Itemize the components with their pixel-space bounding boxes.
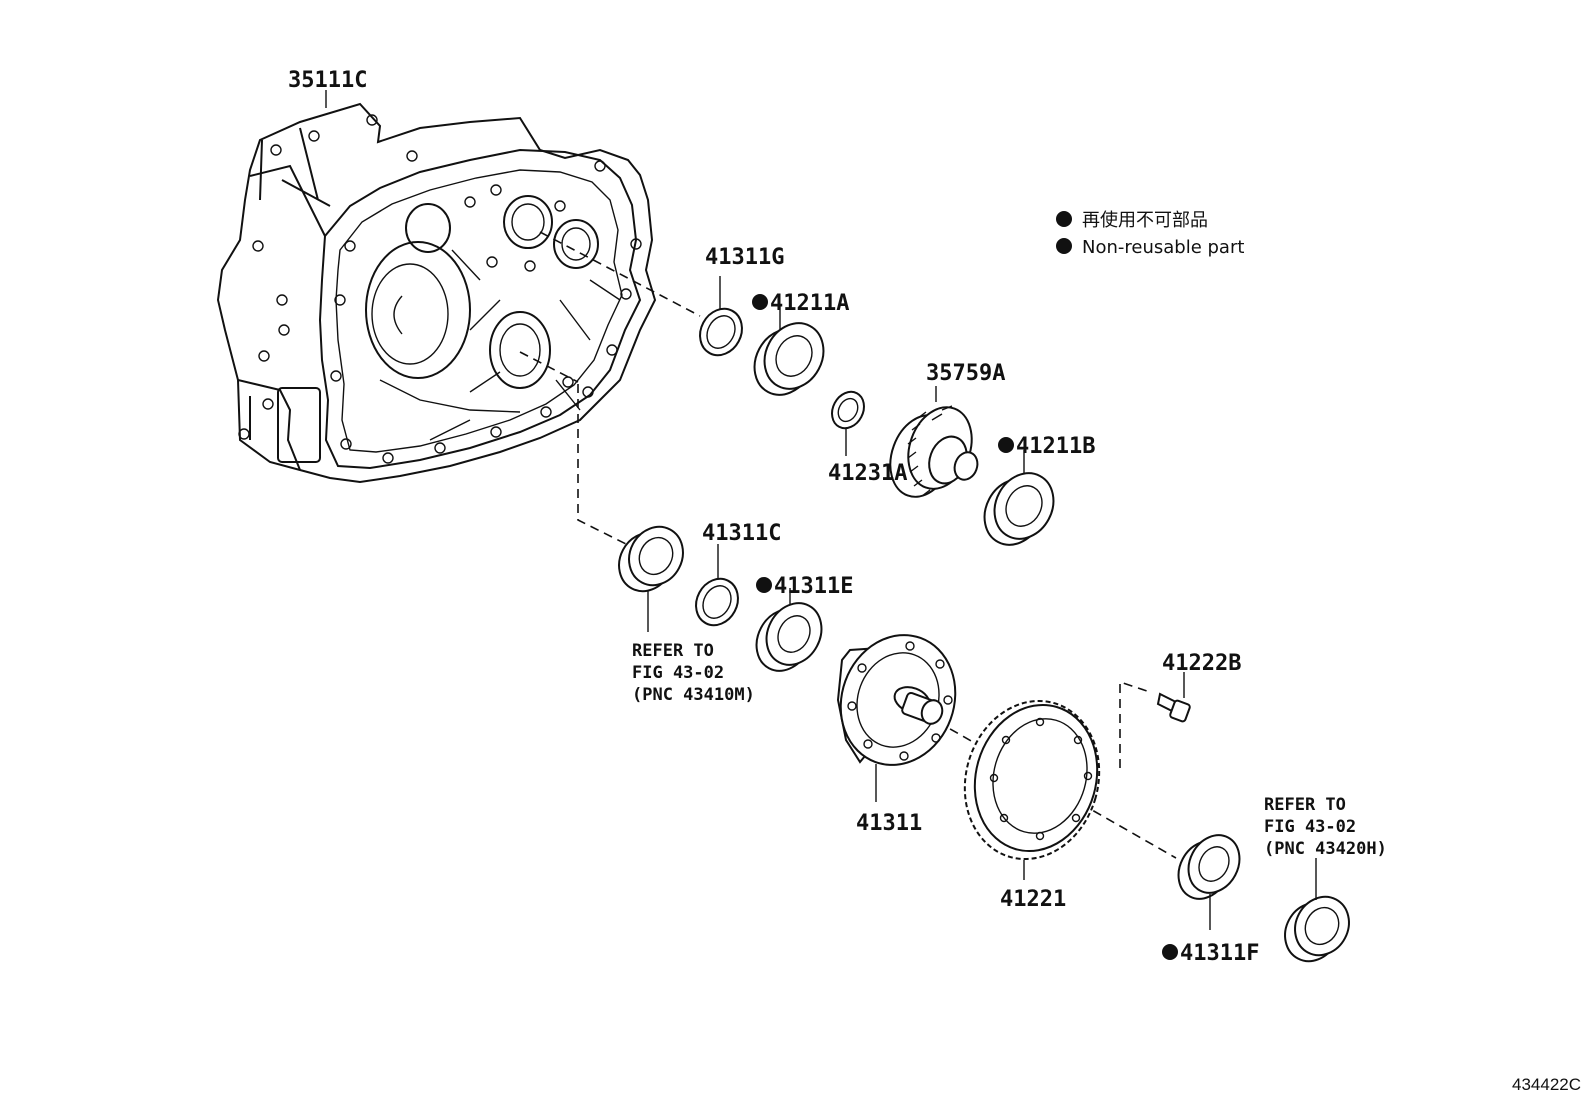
- bearing-41311e: [755, 588, 823, 672]
- label-41311e: 41311E: [774, 574, 853, 599]
- label-41211a: 41211A: [770, 291, 849, 316]
- figure-id: 434422C: [1512, 1075, 1581, 1094]
- seal-41231a: [831, 390, 865, 456]
- note-right-line-2: FIG 43-02: [1264, 817, 1356, 837]
- non-reusable-marker-41211a: [752, 294, 768, 310]
- ring-gear-41221: [963, 699, 1101, 880]
- shim-41311c: [695, 544, 739, 627]
- label-41311g: 41311G: [705, 245, 784, 270]
- gear-35759a: [889, 386, 979, 498]
- label-35111c: 35111C: [288, 68, 367, 93]
- note-left-line-3: (PNC 43410M): [632, 685, 755, 705]
- oil-seal-left: [618, 525, 684, 632]
- non-reusable-marker-41311f: [1162, 944, 1178, 960]
- legend-marker-1: [1056, 211, 1072, 227]
- bearing-41211a: [753, 306, 825, 396]
- label-41311f: 41311F: [1180, 941, 1259, 966]
- non-reusable-marker-41211b: [998, 437, 1014, 453]
- non-reusable-marker-41311e: [756, 577, 772, 593]
- oil-seal-right: [1284, 858, 1350, 963]
- label-41311: 41311: [856, 811, 922, 836]
- legend: 再使用不可部品 Non-reusable part: [1056, 210, 1244, 258]
- shim-41311g: [699, 276, 743, 357]
- reference-note-right: REFER TO FIG 43-02 (PNC 43420H): [1264, 795, 1387, 859]
- legend-text-japanese: 再使用不可部品: [1082, 210, 1208, 231]
- legend-marker-2: [1056, 238, 1072, 254]
- label-41222b: 41222B: [1162, 651, 1241, 676]
- label-41311c: 41311C: [702, 521, 781, 546]
- note-right-line-3: (PNC 43420H): [1264, 839, 1387, 859]
- label-41211b: 41211B: [1016, 434, 1095, 459]
- label-35759a: 35759A: [926, 361, 1005, 386]
- differential-case-41311: [836, 634, 957, 802]
- label-41231a: 41231A: [828, 461, 907, 486]
- note-left-line-2: FIG 43-02: [632, 663, 724, 683]
- bolt-41222b: [1156, 672, 1191, 723]
- assembly-axis-lines: [519, 231, 1177, 859]
- label-41221: 41221: [1000, 887, 1066, 912]
- legend-text-english: Non-reusable part: [1082, 237, 1244, 258]
- transaxle-housing-35111c: [216, 102, 657, 484]
- bearing-41211b: [983, 450, 1055, 546]
- reference-note-left: REFER TO FIG 43-02 (PNC 43410M): [632, 641, 755, 705]
- note-right-line-1: REFER TO: [1264, 795, 1346, 815]
- bearing-41311f: [1177, 834, 1241, 930]
- note-left-line-1: REFER TO: [632, 641, 714, 661]
